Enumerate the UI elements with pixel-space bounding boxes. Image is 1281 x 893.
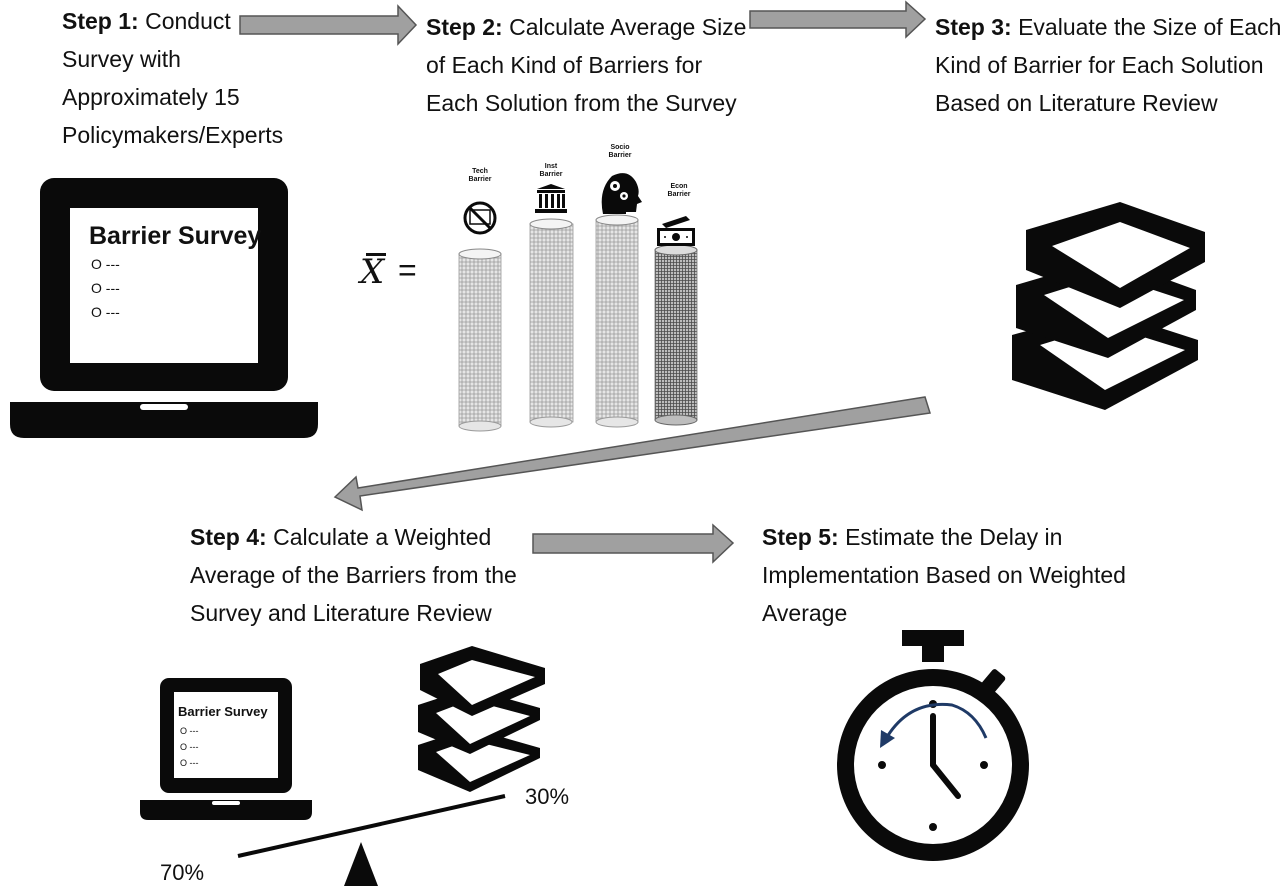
tech-barrier-label-line2: Barrier: [468, 176, 492, 183]
step-5-label: Step 5:: [762, 524, 839, 550]
small-survey-option-3: O ---: [180, 758, 199, 768]
mean-symbol: X: [360, 252, 385, 292]
step-5-line-1: Estimate the Delay in: [845, 524, 1063, 550]
econ-barrier-label: Econ Barrier: [659, 183, 699, 199]
inst-barrier-bar: [529, 218, 574, 428]
survey-option-3: O ---: [91, 304, 120, 320]
step-2-line-1: Calculate Average Size: [509, 14, 747, 40]
balance-scale-icon: [237, 794, 506, 886]
step-1-label: Step 1:: [62, 8, 139, 34]
step-3-line-2: Kind of Barrier for Each Solution: [935, 52, 1264, 78]
money-icon: [657, 216, 695, 246]
step-3-text: Step 3: Evaluate the Size of Each Kind o…: [935, 8, 1281, 122]
inst-barrier-label: Inst Barrier: [531, 163, 571, 179]
step-2-text: Step 2: Calculate Average Size of Each K…: [426, 8, 746, 122]
step-2-line-2: of Each Kind of Barriers for: [426, 52, 703, 78]
step-5-text: Step 5: Estimate the Delay in Implementa…: [762, 518, 1126, 632]
step-1-line-1: Conduct: [145, 8, 231, 34]
equals-sign: =: [398, 252, 417, 288]
step-4-line-2: Average of the Barriers from the: [190, 562, 517, 588]
tech-barrier-bar: [458, 248, 502, 432]
survey-title: Barrier Survey: [89, 222, 262, 250]
socio-barrier-label: Socio Barrier: [600, 144, 640, 160]
survey-weight: 70%: [160, 860, 205, 885]
books-stack-icon: [1012, 202, 1205, 410]
arrow-step2-to-step3: [749, 0, 927, 39]
tech-barrier-label-line1: Tech: [472, 168, 488, 175]
arrow-step3-to-step4: [333, 396, 931, 512]
econ-barrier-label-line2: Barrier: [667, 191, 691, 198]
step-1-text: Step 1: Conduct Survey with Approximatel…: [62, 2, 283, 154]
small-survey-option-1: O ---: [180, 726, 199, 736]
step-2-label: Step 2:: [426, 14, 503, 40]
stopwatch-icon: [837, 630, 1029, 861]
literature-weight: 30%: [525, 784, 570, 809]
small-survey-option-2: O ---: [180, 742, 199, 752]
inst-barrier-label-line2: Barrier: [539, 171, 563, 178]
step-3-line-1: Evaluate the Size of Each: [1018, 14, 1281, 40]
step-5-line-2: Implementation Based on Weighted: [762, 562, 1126, 588]
step-4-label: Step 4:: [190, 524, 267, 550]
no-tech-icon: [463, 201, 497, 235]
step-3-line-3: Based on Literature Review: [935, 90, 1218, 116]
step-1-line-4: Policymakers/Experts: [62, 122, 284, 148]
socio-barrier-bar: [595, 214, 639, 428]
step-4-line-3: Survey and Literature Review: [190, 600, 492, 626]
arrow-step4-to-step5: [532, 523, 735, 564]
step-2-line-3: Each Solution from the Survey: [426, 90, 737, 116]
step-1-line-2: Survey with: [62, 46, 181, 72]
mean-bar: [366, 253, 386, 256]
socio-barrier-label-line2: Barrier: [608, 152, 632, 159]
tech-barrier-label: Tech Barrier: [460, 168, 500, 184]
small-books-stack-icon: [418, 646, 545, 792]
head-gears-icon: [601, 173, 642, 214]
step-1-line-3: Approximately 15: [62, 84, 240, 110]
survey-option-2: O ---: [91, 280, 120, 296]
step-4-line-1: Calculate a Weighted: [273, 524, 492, 550]
barrier-cylinders: [458, 214, 698, 432]
survey-option-1: O ---: [91, 256, 120, 272]
socio-barrier-label-line1: Socio: [610, 144, 630, 151]
institution-icon: [535, 184, 567, 213]
step-3-label: Step 3:: [935, 14, 1012, 40]
step-5-line-3: Average: [762, 600, 848, 626]
econ-barrier-label-line1: Econ: [670, 183, 688, 190]
econ-barrier-bar: [654, 244, 698, 426]
laptop-icon: [10, 178, 318, 438]
arrow-step1-to-step2: [239, 4, 418, 46]
step-4-text: Step 4: Calculate a Weighted Average of …: [190, 518, 517, 632]
inst-barrier-label-line1: Inst: [544, 163, 558, 170]
small-survey-title: Barrier Survey: [178, 704, 268, 719]
small-laptop-icon: [140, 678, 312, 820]
